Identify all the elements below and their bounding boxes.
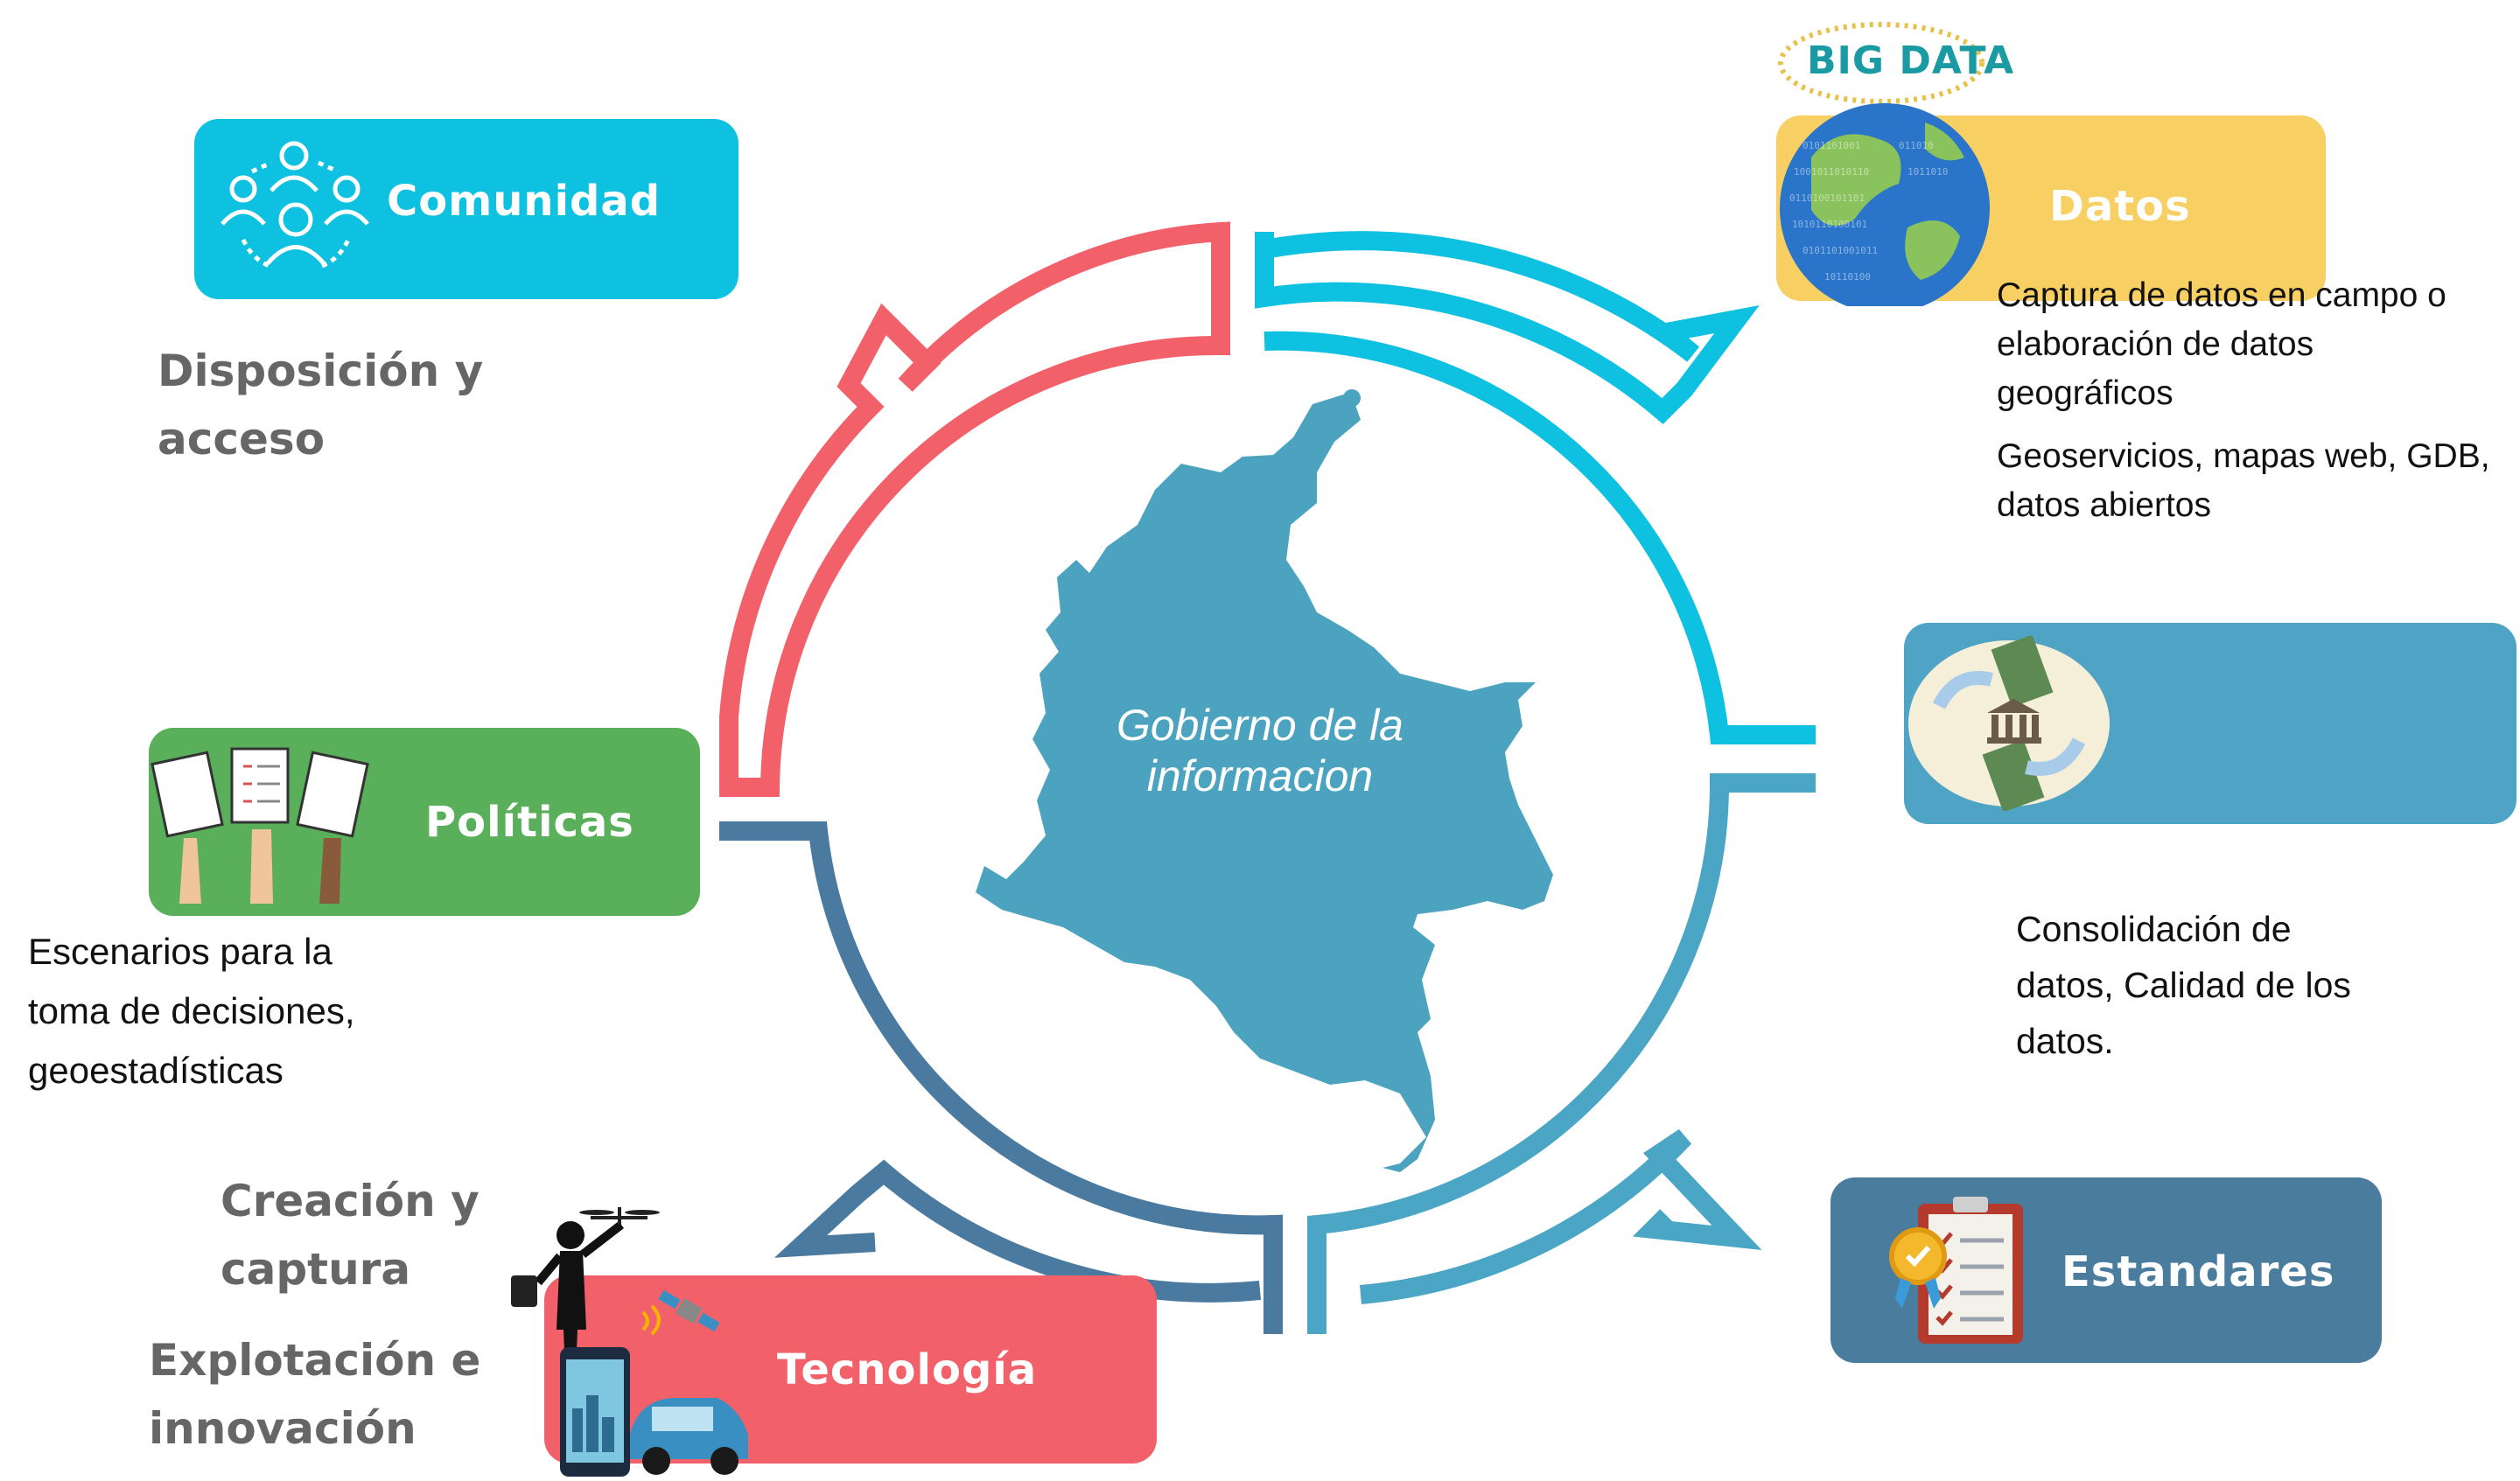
cycle-arc-cyan	[1255, 231, 1816, 744]
big-data-globe-icon: 0101101001 1001011010110 0110100101101 101…	[1778, 22, 1990, 306]
estandares-title: Estandares	[2062, 1247, 2335, 1296]
tecnologia-description-creation-line2: captura	[220, 1244, 411, 1295]
tecnologia-description-innovation-line1: Explotación e	[149, 1335, 481, 1386]
datos-description-capture-line2: elaboración de datos	[1997, 325, 2314, 363]
datos-description-capture-line3: geográficos	[1997, 374, 2174, 412]
certificate-checklist-icon	[1889, 1197, 2023, 1344]
svg-text:1010110100101: 1010110100101	[1792, 219, 1867, 230]
voting-hands-icon	[150, 747, 369, 904]
politicas-description-line2: toma de decisiones,	[28, 990, 355, 1031]
cycle-arc-navy	[719, 821, 1283, 1334]
technology-drone-icon	[511, 1207, 748, 1477]
cycle-arc-red	[719, 221, 1230, 797]
datos-description-services-line2: datos abiertos	[1997, 486, 2211, 524]
comunidad-description-line1: Disposición y	[158, 346, 484, 396]
comunidad-description-line2: acceso	[158, 414, 326, 465]
finanzas-description: Consolidación de datos, Calidad de los d…	[2016, 901, 2351, 1069]
svg-text:0101101001011: 0101101001011	[1802, 245, 1878, 256]
money-exchange-icon	[1908, 636, 2110, 811]
datos-description-services-line1: Geoservicios, mapas web, GDB,	[1997, 437, 2490, 475]
finanzas-description-line3: datos.	[2016, 1021, 2114, 1061]
svg-text:011010: 011010	[1899, 140, 1934, 151]
politicas-description: Escenarios para la toma de decisiones, g…	[28, 922, 355, 1100]
politicas-title: Políticas	[425, 798, 634, 847]
datos-description-capture: Captura de datos en campo o elaboración …	[1997, 271, 2446, 418]
comunidad-title: Comunidad	[387, 177, 662, 226]
colombia-map	[976, 392, 1553, 1172]
finanzas-description-line1: Consolidación de	[2016, 909, 2292, 949]
tecnologia-title: Tecnología	[777, 1345, 1038, 1394]
tecnologia-description-innovation-line2: innovación	[149, 1403, 416, 1454]
tecnologia-description-innovation: Explotación e innovación	[149, 1326, 480, 1463]
estandares-box: Estandares	[1830, 1177, 2382, 1363]
comunidad-description: Disposición y acceso	[158, 337, 483, 473]
comunidad-box: Comunidad	[194, 119, 738, 299]
politicas-description-line3: geoestadísticas	[28, 1050, 284, 1091]
svg-text:10110100: 10110100	[1824, 271, 1871, 283]
svg-text:0110100101101: 0110100101101	[1789, 192, 1865, 204]
datos-description-capture-line1: Captura de datos en campo o	[1997, 276, 2446, 314]
center-title-line2: informacion	[1146, 751, 1374, 800]
center-title: Gobierno de la informacion	[1085, 700, 1435, 801]
datos-title: Datos	[2049, 182, 2191, 231]
cycle-arc-teal	[1307, 773, 1816, 1334]
svg-text:1001011010110: 1001011010110	[1794, 166, 1869, 178]
politicas-description-line1: Escenarios para la	[28, 931, 332, 972]
center-title-line1: Gobierno de la	[1116, 701, 1404, 750]
finanzas-description-line2: datos, Calidad de los	[2016, 965, 2351, 1005]
tecnologia-description-creation: Creación y captura	[220, 1167, 480, 1303]
datos-description-services: Geoservicios, mapas web, GDB, datos abie…	[1997, 432, 2490, 530]
svg-text:1011010: 1011010	[1908, 166, 1948, 178]
big-data-badge: BIG DATA	[1807, 38, 2015, 83]
community-icon	[220, 141, 369, 269]
svg-text:0101101001: 0101101001	[1802, 140, 1860, 151]
tecnologia-description-creation-line1: Creación y	[220, 1176, 480, 1226]
